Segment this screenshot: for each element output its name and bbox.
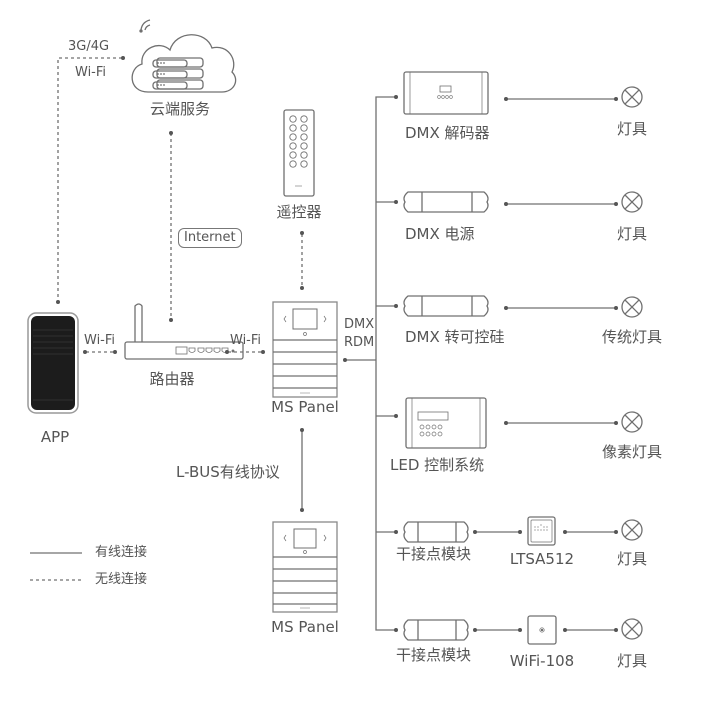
lamp-icon	[621, 411, 643, 433]
branch-device-label: LED 控制系统	[390, 456, 485, 474]
branch-device-label: DMX 转可控硅	[405, 328, 505, 346]
ms-panel-secondary-icon	[272, 521, 338, 613]
cloud-link-label-bottom: Wi-Fi	[75, 65, 107, 80]
wifi-label-router-panel: Wi-Fi	[230, 333, 262, 348]
branch-end-label: 灯具	[616, 550, 648, 568]
dmx-decoder-icon	[403, 71, 489, 115]
legend-wired-label: 有线连接	[95, 545, 148, 560]
ltsa512-device-icon	[527, 516, 556, 546]
dry-contact-module-icon	[403, 521, 469, 543]
dry-contact-module-icon	[403, 619, 469, 641]
smartphone-app-icon	[27, 312, 79, 414]
lbus-label: L-BUS有线协议	[176, 463, 280, 481]
internet-label: Internet	[178, 228, 242, 249]
branch-end-label: 灯具	[616, 225, 648, 243]
wifi-108-device-icon	[527, 615, 557, 645]
bus-label-dmx: DMX	[344, 317, 375, 332]
dmx-power-supply-icon	[403, 191, 489, 213]
remote-control-icon	[283, 109, 315, 197]
bus-label-rdm: RDM	[344, 335, 375, 350]
branch-middle-label: WiFi-108	[509, 652, 575, 670]
led-controller-icon	[405, 397, 487, 449]
cloud-server-icon	[131, 34, 237, 93]
wired-links-to-lamps	[475, 98, 616, 631]
remote-label: 遥控器	[276, 203, 322, 221]
router-icon	[124, 303, 244, 360]
wireless-link-cloud-app	[57, 57, 122, 300]
legend-wireless-label: 无线连接	[95, 572, 148, 587]
lamp-icon	[621, 296, 643, 318]
cloud-link-label-top: 3G/4G	[68, 39, 110, 54]
ms-panel-main-label: MS Panel	[271, 398, 339, 416]
wifi-signal-icon	[139, 19, 151, 33]
ms-panel-secondary-label: MS Panel	[271, 618, 339, 636]
router-label: 路由器	[149, 370, 195, 388]
dmx-trunk-line	[375, 96, 395, 631]
branch-device-label: DMX 解码器	[405, 124, 490, 142]
branch-end-label: 灯具	[616, 652, 648, 670]
app-label: APP	[40, 428, 70, 446]
lamp-icon	[621, 519, 643, 541]
branch-end-label: 灯具	[616, 120, 648, 138]
trunk-branches	[376, 201, 395, 533]
lamp-icon	[621, 618, 643, 640]
lamp-icon	[621, 191, 643, 213]
branch-device-label: 干接点模块	[396, 646, 472, 664]
dmx-triac-dimmer-icon	[403, 295, 489, 317]
branch-end-label: 像素灯具	[601, 443, 663, 461]
lamp-icon	[621, 86, 643, 108]
ms-panel-main-icon	[272, 301, 338, 398]
branch-middle-label: LTSA512	[509, 550, 575, 568]
branch-device-label: 干接点模块	[396, 545, 472, 563]
branch-device-label: DMX 电源	[405, 225, 475, 243]
branch-end-label: 传统灯具	[601, 328, 663, 346]
wifi-label-app-router: Wi-Fi	[84, 333, 116, 348]
cloud-label: 云端服务	[149, 100, 211, 118]
